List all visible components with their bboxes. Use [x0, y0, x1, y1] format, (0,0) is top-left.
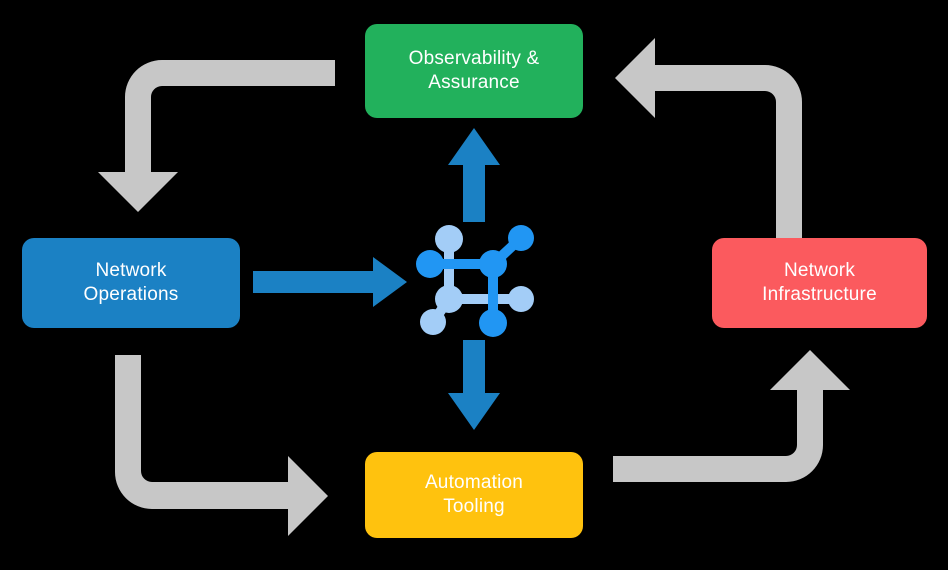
node-observability-label: Observability & Assurance: [408, 47, 540, 93]
arrow-operations-to-center: [253, 257, 407, 307]
node-automation-label: Automation Tooling: [424, 471, 524, 517]
topology-secondary-nodes: [420, 225, 534, 335]
arrow-center-to-observability: [448, 128, 500, 222]
node-automation-tooling[interactable]: Automation Tooling: [365, 452, 583, 538]
network-topology-icon: [416, 225, 534, 337]
arrow-operations-to-automation: [115, 355, 328, 536]
topology-primary-nodes: [416, 225, 534, 337]
arrow-automation-to-infrastructure: [613, 350, 850, 482]
arrow-center-to-automation: [448, 340, 500, 430]
arrow-infrastructure-to-observability: [615, 38, 802, 238]
node-observability-assurance[interactable]: Observability & Assurance: [365, 24, 583, 118]
node-network-operations[interactable]: Network Operations: [22, 238, 240, 328]
arrow-observability-to-operations: [98, 60, 335, 212]
node-infrastructure-label: Network Infrastructure: [762, 259, 877, 305]
node-operations-label: Network Operations: [83, 259, 179, 305]
node-network-infrastructure[interactable]: Network Infrastructure: [712, 238, 927, 328]
